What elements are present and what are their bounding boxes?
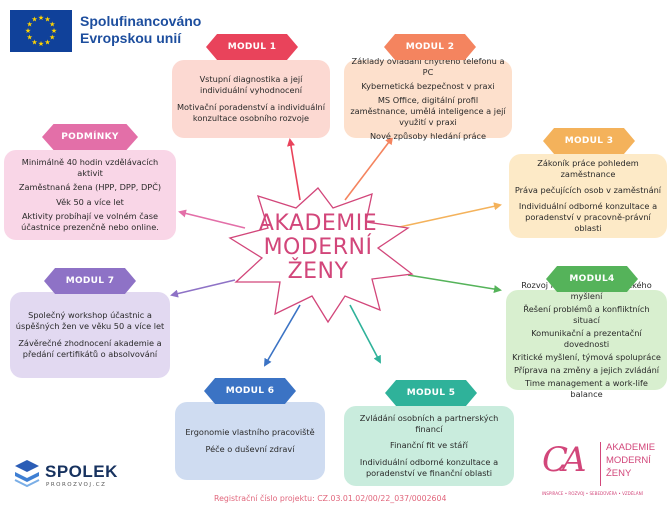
modul6-item: Ergonomie vlastního pracoviště (185, 427, 315, 438)
akademie-logo: CA AKADEMIE MODERNÍ ŽENY INSPIRACE • ROZ… (540, 438, 667, 504)
modul7-item: Společný workshop účastnic a úspěšných ž… (15, 310, 165, 332)
podminky-item: Minimálně 40 hodin vzdělávacích aktivit (21, 157, 159, 179)
eu-caption-line1: Spolufinancováno (80, 13, 202, 29)
arrow-modul4 (407, 274, 502, 293)
modul4-item: Kritické myšlení, týmová spolupráce (512, 352, 661, 363)
svg-text:★: ★ (27, 21, 33, 29)
modul5-box: Zvládání osobních a partnerských financí… (344, 406, 514, 486)
svg-text:★: ★ (31, 38, 37, 46)
modul7-item: Závěrečné zhodnocení akademie a předání … (18, 337, 162, 359)
modul4-item: Komunikační a prezentační dovednosti (531, 327, 642, 349)
modul4-tag: MODUL4 (546, 266, 638, 292)
arrow-modul2 (344, 136, 394, 201)
arrow-modul3 (394, 202, 502, 229)
svg-text:★: ★ (44, 38, 50, 46)
akademie-logo-text: AKADEMIE MODERNÍ ŽENY (606, 442, 655, 480)
modul2-box: Základy ovládání chytrého telefonu a PC … (344, 56, 512, 141)
modul7-title: MODUL 7 (65, 276, 115, 286)
svg-text:★: ★ (49, 34, 55, 42)
modul6-item: Péče o duševní zdraví (205, 443, 295, 454)
svg-text:★: ★ (31, 16, 37, 24)
center-title-line2: MODERNÍ (263, 234, 373, 260)
podminky-item: Aktivity probíhají ve volném čase účastn… (21, 210, 159, 232)
eu-caption-line2: Evropskou unií (80, 29, 182, 46)
modul3-box: Zákoník práce pohledem zaměstnance Práva… (509, 154, 667, 238)
modul1-tag: MODUL 1 (206, 34, 298, 60)
svg-text:★: ★ (44, 16, 50, 24)
akademie-logo-divider (600, 442, 601, 486)
svg-text:★: ★ (51, 27, 57, 35)
modul4-item: Řešení problémů a konfliktních situací (523, 303, 650, 325)
modul2-item: Kybernetická bezpečnost v praxi (361, 80, 495, 91)
podminky-tag: PODMÍNKY (42, 124, 138, 150)
arrow-modul7 (170, 279, 236, 298)
modul1-item: Motivační poradenství a individuální kon… (176, 101, 326, 123)
modul6-box: Ergonomie vlastního pracoviště Péče o du… (175, 402, 325, 480)
modul5-item: Finanční fit ve stáří (390, 440, 468, 451)
modul5-item: Zvládání osobních a partnerských financí (359, 413, 499, 435)
svg-text:★: ★ (25, 27, 31, 35)
akademie-tagline: INSPIRACE • ROZVOJ • SEBEDŮVĚRA • VZDĚLÁ… (542, 491, 643, 496)
modul3-item: Individuální odborné konzultace a porade… (518, 201, 658, 234)
modul5-tag: MODUL 5 (385, 380, 477, 406)
akademie-monogram: CA (542, 440, 587, 480)
arrow-modul5 (349, 304, 381, 364)
akademie-logo-line2: MODERNÍ (606, 454, 651, 466)
arrow-modul6 (263, 304, 301, 367)
center-starburst (228, 187, 414, 324)
center-title-line1: AKADEMIE (258, 211, 378, 236)
svg-text:★: ★ (38, 40, 44, 48)
eu-flag: ★★★ ★★★ ★★★ ★★★ (10, 10, 72, 52)
modul1-title: MODUL 1 (227, 42, 277, 52)
akademie-logo-line1: AKADEMIE (606, 442, 656, 453)
modul2-item: Nové způsoby hledání práce (369, 131, 487, 142)
modul4-box: Rozvoj logického a analytického myšlení … (506, 280, 667, 399)
modul4-item: Time management a work-life balance (525, 378, 648, 400)
modul7-tag: MODUL 7 (44, 268, 136, 294)
svg-text:★: ★ (38, 14, 44, 22)
podminky-item: Věk 50 a více let (56, 196, 124, 207)
modul2-item: Základy ovládání chytrého telefonu a PC (351, 55, 505, 77)
arrow-modul1 (287, 138, 301, 201)
modul3-item: Zákoník práce pohledem zaměstnance (537, 157, 639, 179)
podminky-item: Zaměstnaná žena (HPP, DPP, DPČ) (18, 182, 162, 193)
arrow-podminky (178, 209, 246, 229)
spolek-subtitle: PROROZVOJ.CZ (46, 482, 107, 488)
eu-caption: Spolufinancováno Evropskou unií (80, 13, 201, 47)
modul4-title: MODUL4 (569, 274, 615, 284)
spolek-name: SPOLEK (45, 462, 118, 481)
podminky-box: Minimálně 40 hodin vzdělávacích aktivit … (4, 150, 176, 240)
modul3-item: Práva pečujících osob v zaměstnání (514, 184, 662, 195)
svg-text:★: ★ (27, 34, 33, 42)
registration-number: Registrační číslo projektu: CZ.03.01.02/… (214, 494, 447, 503)
modul3-title: MODUL 3 (564, 136, 614, 146)
center-title: AKADEMIE MODERNÍ ŽENY (232, 212, 404, 283)
modul6-tag: MODUL 6 (204, 378, 296, 404)
modul2-title: MODUL 2 (405, 42, 455, 52)
modul5-title: MODUL 5 (406, 388, 456, 398)
modul1-item: Vstupní diagnostika a její individuální … (199, 74, 303, 96)
modul4-item: Příprava na změny a jejich zvládání (513, 365, 660, 376)
svg-text:★: ★ (49, 21, 55, 29)
spolek-logo: SPOLEK PROROZVOJ.CZ (12, 456, 142, 496)
spolek-mark-icon (14, 460, 40, 488)
modul2-item: MS Office, digitální profil zaměstnance,… (350, 94, 506, 128)
modul2-tag: MODUL 2 (384, 34, 476, 60)
modul6-title: MODUL 6 (225, 386, 275, 396)
center-title-line3: ŽENY (287, 258, 349, 284)
modul7-box: Společný workshop účastnic a úspěšných ž… (10, 292, 170, 378)
podminky-title: PODMÍNKY (61, 132, 119, 142)
akademie-logo-line3: ŽENY (606, 467, 632, 479)
modul3-tag: MODUL 3 (543, 128, 635, 154)
modul5-item: Individuální odborné konzultace a porade… (359, 456, 499, 478)
eu-stars-icon: ★★★ ★★★ ★★★ ★★★ (25, 14, 57, 48)
modul1-box: Vstupní diagnostika a její individuální … (172, 60, 330, 138)
